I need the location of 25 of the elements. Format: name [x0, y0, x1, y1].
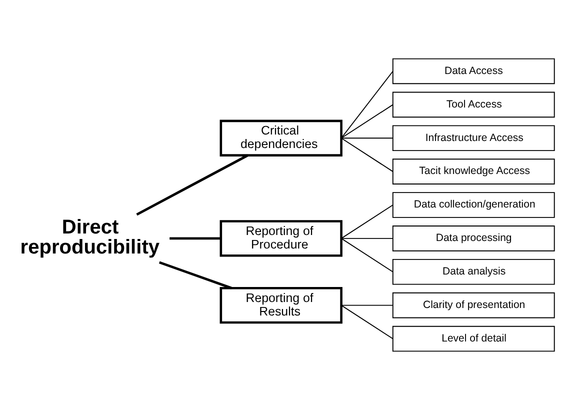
node-box: Tacit knowledge Access: [392, 158, 555, 184]
node-box: Critical dependencies: [220, 119, 342, 156]
connector: [340, 104, 394, 138]
node-box: Reporting of Procedure: [220, 220, 342, 256]
node-box: Level of detail: [392, 325, 555, 352]
connector: [340, 70, 394, 138]
node-box: Data analysis: [392, 258, 555, 284]
connector: [340, 137, 394, 138]
connector: [158, 260, 232, 289]
connector: [340, 304, 394, 306]
connector: [340, 137, 394, 172]
node-box: Infrastructure Access: [392, 124, 555, 151]
connector: [136, 154, 248, 216]
node-box: Data processing: [392, 225, 555, 251]
connector: [170, 236, 221, 240]
node-box: Clarity of presentation: [392, 292, 555, 318]
connector: [340, 237, 394, 238]
connector: [340, 204, 394, 238]
node-text: Direct reproducibility: [20, 216, 160, 258]
node-box: Data Access: [392, 58, 555, 84]
connector: [340, 304, 394, 339]
node-box: Reporting of Results: [220, 286, 342, 324]
node-box: Data collection/generation: [392, 192, 555, 218]
connector: [340, 237, 394, 272]
node-box: Tool Access: [392, 91, 555, 118]
